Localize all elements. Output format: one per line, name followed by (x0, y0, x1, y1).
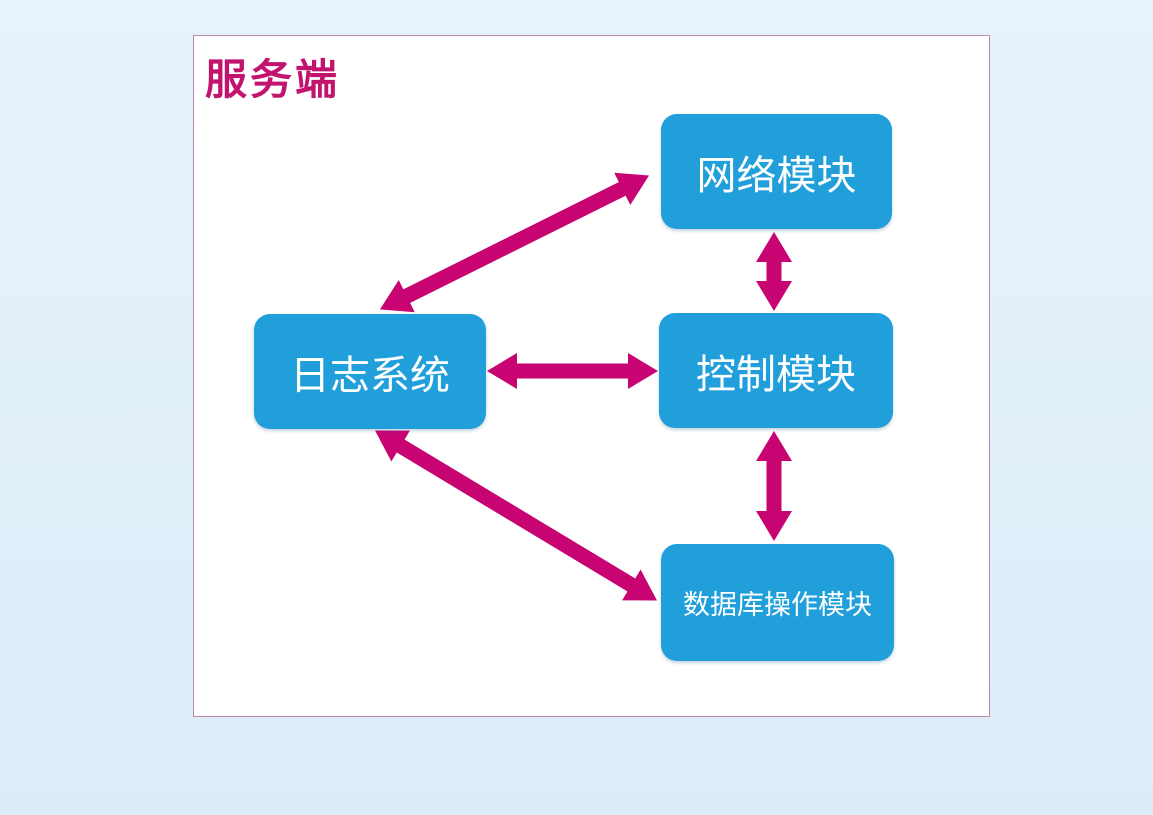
node-database-operation-module: 数据库操作模块 (661, 544, 894, 661)
node-control-module: 控制模块 (659, 313, 893, 428)
diagram-title: 服务端 (205, 56, 341, 103)
connector-network-log (379, 181, 628, 313)
node-log-system: 日志系统 (254, 314, 486, 429)
node-network-module: 网络模块 (661, 114, 892, 229)
server-side-panel: 服务端 网络模块 日志系统 控制模块 (193, 35, 990, 717)
connector-log-network (401, 172, 650, 304)
connector-log-database (395, 438, 657, 601)
connector-database-log (375, 430, 637, 593)
